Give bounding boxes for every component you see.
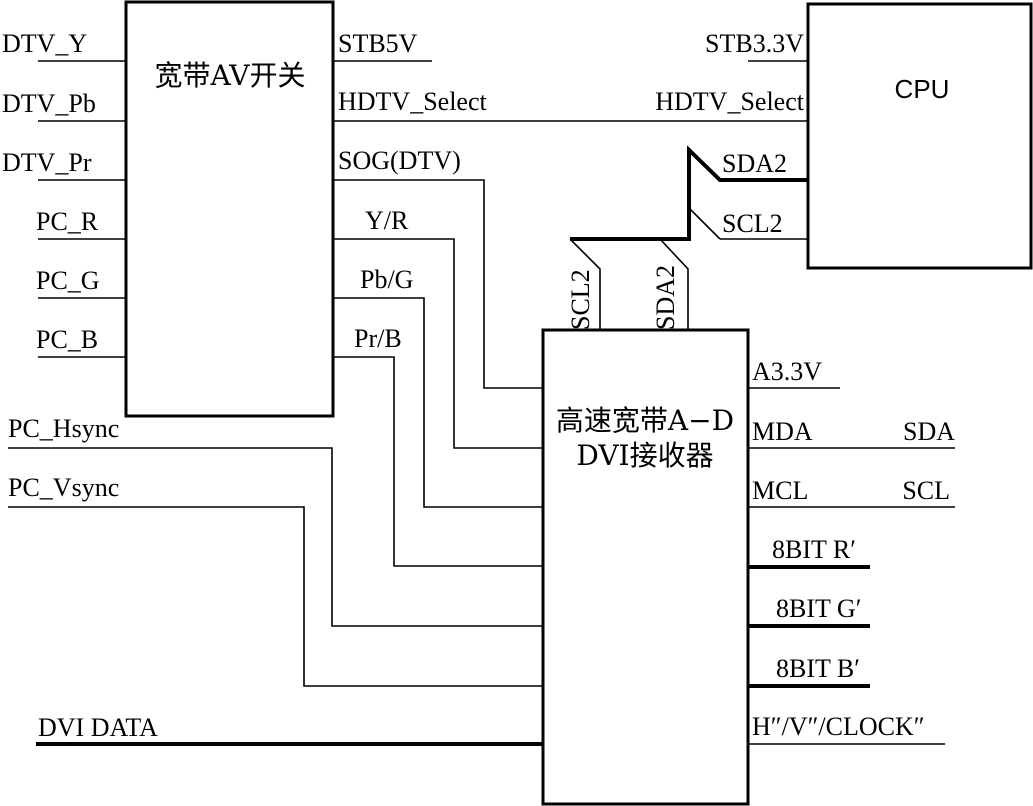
wire-scl2-tap: [688, 207, 721, 240]
label-8bit-b: 8BIT B′: [776, 654, 860, 683]
label-a33v: A3.3V: [752, 357, 822, 386]
label-pc-r: PC_R: [36, 207, 99, 236]
wire-pbg: [333, 297, 543, 508]
label-dvi-data: DVI DATA: [38, 713, 158, 742]
label-stb33: STB3.3V: [705, 29, 804, 58]
wire-sog: [333, 179, 543, 389]
label-hdtv-select-cpu: HDTV_Select: [655, 87, 805, 116]
label-pc-g: PC_G: [36, 266, 100, 295]
label-stb5v: STB5V: [338, 29, 418, 58]
adc-label-line2: DVI接收器: [576, 439, 713, 472]
label-dtv-y: DTV_Y: [2, 29, 87, 58]
wire-scl2-drop: [569, 238, 601, 330]
wire-sda2-drop: [659, 238, 689, 330]
wire-prb: [333, 356, 543, 567]
adc-label-line1: 高速宽带A−D: [556, 404, 734, 437]
label-8bit-r: 8BIT R′: [772, 535, 856, 564]
cpu-block: [806, 2, 1033, 270]
av-switch-label: 宽带AV开关: [154, 59, 305, 92]
label-mcl: MCL: [752, 476, 808, 505]
label-sda: SDA: [903, 417, 955, 446]
wire-pc-vsync: [8, 506, 543, 687]
adc-dvi-receiver-block: [541, 328, 750, 806]
label-8bit-g: 8BIT G′: [776, 594, 861, 623]
label-hv-clock: H″/V″/CLOCK″: [752, 712, 925, 741]
label-pbg: Pb/G: [360, 265, 413, 294]
label-pc-b: PC_B: [36, 325, 98, 354]
label-hdtv-select-switch: HDTV_Select: [338, 87, 488, 116]
wire-yr: [333, 238, 543, 449]
label-yr: Y/R: [365, 206, 409, 235]
label-prb: Pr/B: [354, 324, 402, 353]
label-sog: SOG(DTV): [338, 146, 461, 175]
label-sda2-adc: SDA2: [651, 265, 680, 330]
label-dtv-pb: DTV_Pb: [2, 89, 96, 118]
wire-pc-hsync: [8, 447, 543, 627]
label-scl: SCL: [902, 476, 950, 505]
bus-i2c-horizontal: [570, 145, 808, 241]
label-dtv-pr: DTV_Pr: [2, 148, 92, 177]
label-sda2-cpu: SDA2: [722, 149, 787, 178]
label-scl2-cpu: SCL2: [722, 209, 783, 238]
av-switch-block: [124, 0, 335, 418]
label-mda: MDA: [752, 417, 813, 446]
cpu-label: CPU: [895, 74, 950, 104]
label-pc-hsync: PC_Hsync: [8, 414, 119, 443]
label-scl2-adc: SCL2: [566, 269, 595, 330]
label-pc-vsync: PC_Vsync: [8, 473, 119, 502]
